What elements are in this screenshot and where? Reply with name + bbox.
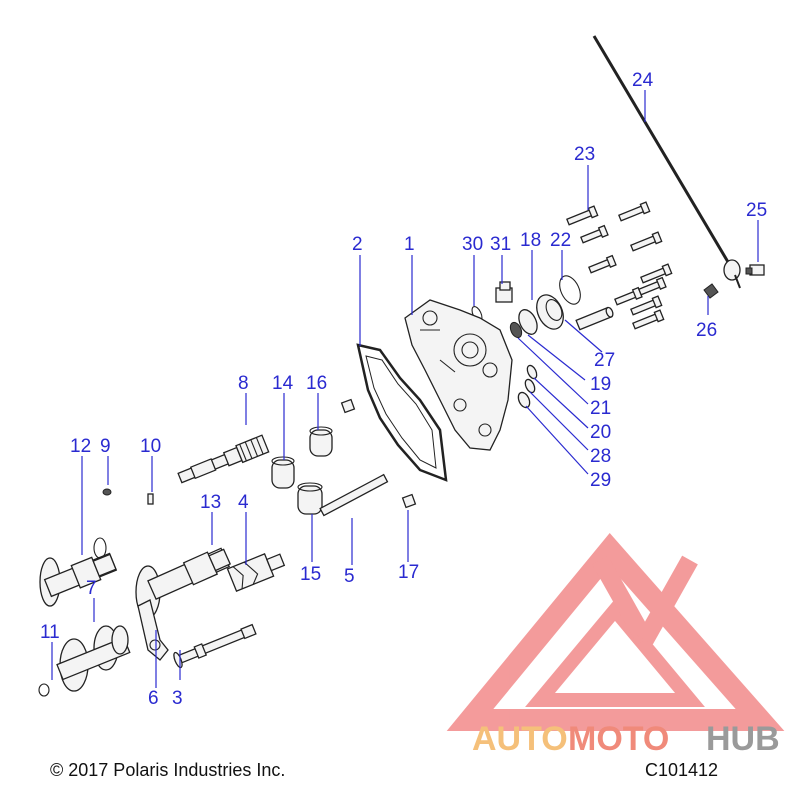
part-27-pin bbox=[575, 306, 614, 331]
callout-12: 12 bbox=[70, 436, 91, 457]
callout-3: 3 bbox=[172, 688, 183, 709]
part-23-bolts bbox=[566, 201, 673, 330]
callout-8: 8 bbox=[238, 373, 249, 394]
callout-13: 13 bbox=[200, 492, 221, 513]
part-2-gasket bbox=[356, 343, 448, 482]
part-25-plug bbox=[745, 264, 765, 276]
part-6-shift-fork bbox=[137, 599, 169, 661]
callout-24: 24 bbox=[632, 70, 654, 91]
part-28-ring bbox=[524, 378, 536, 394]
callout-29: 29 bbox=[590, 470, 611, 491]
callout-6: 6 bbox=[148, 688, 159, 709]
callout-15: 15 bbox=[300, 564, 321, 585]
part-10-key bbox=[147, 493, 154, 505]
part-20-ring bbox=[526, 364, 538, 380]
part-31-plug bbox=[495, 281, 513, 303]
dowel-pin bbox=[340, 398, 356, 414]
callout-31: 31 bbox=[490, 234, 511, 255]
callout-14: 14 bbox=[272, 373, 294, 394]
callout-17: 17 bbox=[398, 562, 419, 583]
watermark-logo bbox=[446, 533, 785, 731]
part-3-shift-shaft bbox=[173, 623, 257, 669]
part-24-dipstick bbox=[592, 35, 741, 289]
callout-5: 5 bbox=[344, 566, 355, 587]
part-26-fitting bbox=[703, 283, 719, 299]
part-9-clip bbox=[102, 488, 112, 496]
part-11-clip bbox=[38, 683, 50, 697]
watermark-hub: HUB bbox=[706, 720, 780, 758]
callout-2: 2 bbox=[352, 234, 363, 255]
leader-lines bbox=[51, 90, 759, 688]
part-5-rod bbox=[319, 473, 389, 517]
watermark-auto: AUTO bbox=[472, 720, 568, 758]
callout-22: 22 bbox=[550, 230, 571, 251]
part-7-gear-cluster bbox=[56, 625, 131, 692]
callout-4: 4 bbox=[238, 492, 249, 513]
callout-23: 23 bbox=[574, 144, 595, 165]
callout-28: 28 bbox=[590, 446, 611, 467]
part-13-gear-shaft bbox=[135, 547, 232, 619]
watermark-moto: MOTO bbox=[568, 720, 669, 758]
diagram-id: C101412 bbox=[645, 760, 719, 780]
callout-9: 9 bbox=[100, 436, 111, 457]
part-19-seal bbox=[518, 309, 538, 335]
callout-25: 25 bbox=[746, 200, 767, 221]
part-4-shift-drum bbox=[226, 553, 286, 592]
part-18-bearing bbox=[536, 294, 564, 330]
part-15-bearing bbox=[297, 482, 323, 515]
callout-11: 11 bbox=[40, 622, 60, 643]
copyright-text: © 2017 Polaris Industries Inc. bbox=[50, 760, 286, 780]
part-8-shaft bbox=[177, 434, 270, 484]
callout-27: 27 bbox=[594, 350, 615, 371]
callout-19: 19 bbox=[590, 374, 611, 395]
watermark-text: AUTO MOTO HUB bbox=[472, 720, 780, 758]
callout-26: 26 bbox=[696, 320, 717, 341]
part-17-dowel bbox=[401, 493, 417, 509]
part-16-bearing bbox=[309, 426, 333, 457]
part-12-gear-shaft bbox=[39, 537, 118, 607]
part-29-ring bbox=[517, 391, 531, 409]
callout-numbers: 1 2 3 4 5 6 7 8 9 10 11 12 13 14 15 16 1… bbox=[40, 70, 767, 709]
callout-20: 20 bbox=[590, 422, 611, 443]
callout-1: 1 bbox=[404, 234, 415, 255]
callout-30: 30 bbox=[462, 234, 483, 255]
part-1-housing bbox=[404, 299, 513, 451]
callout-10: 10 bbox=[140, 436, 161, 457]
callout-16: 16 bbox=[306, 373, 327, 394]
callout-7: 7 bbox=[86, 578, 97, 599]
part-21-washer bbox=[509, 321, 523, 339]
callout-18: 18 bbox=[520, 230, 541, 251]
part-14-bearing bbox=[271, 456, 295, 489]
callout-21: 21 bbox=[590, 398, 611, 419]
part-22-oring bbox=[559, 275, 581, 305]
